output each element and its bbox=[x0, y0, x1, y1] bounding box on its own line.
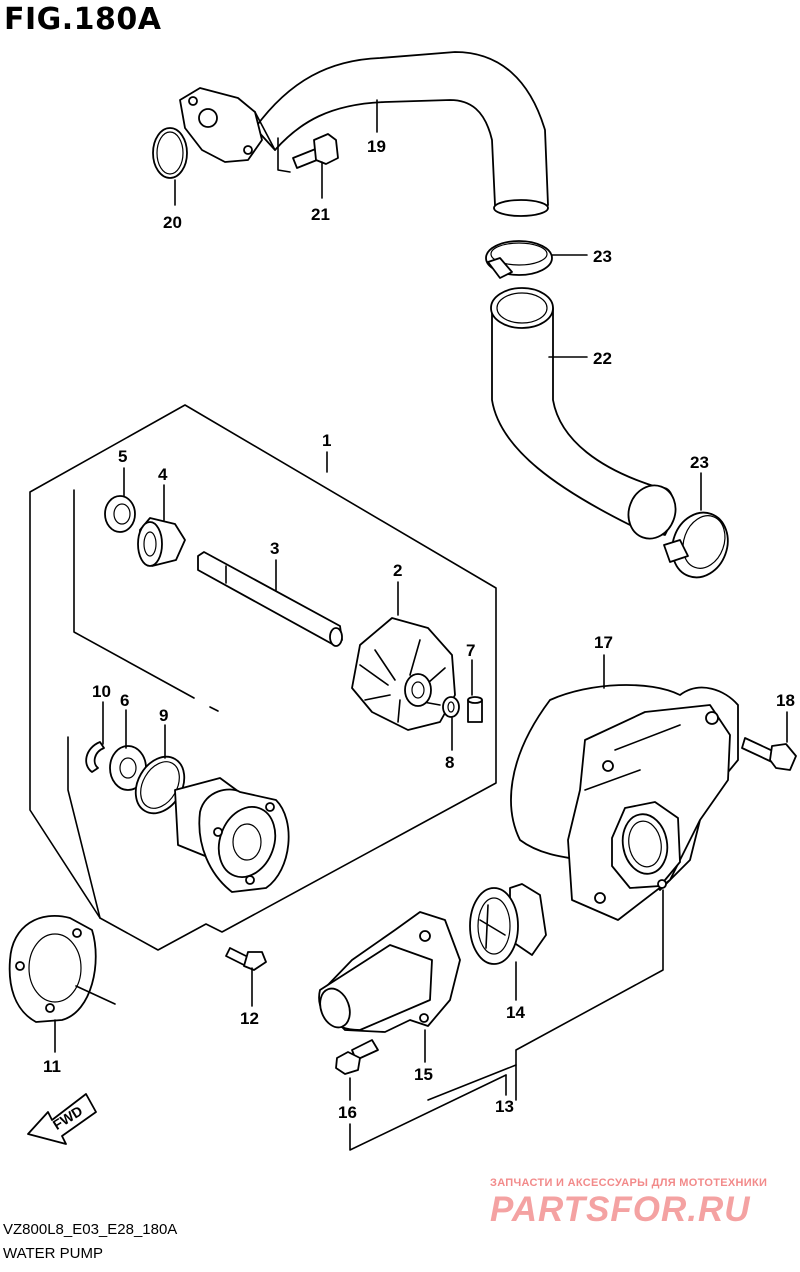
callout-16: 16 bbox=[338, 1103, 357, 1122]
callout-22: 22 bbox=[593, 349, 612, 368]
part-19-water-pipe bbox=[179, 51, 549, 217]
leader-lines bbox=[54, 99, 788, 1151]
callout-19: 19 bbox=[367, 137, 386, 156]
pump-body bbox=[174, 777, 290, 893]
part-11-gasket bbox=[8, 915, 116, 1023]
callout-23-lower: 23 bbox=[690, 453, 709, 472]
part-21-bolt bbox=[277, 133, 339, 173]
callout-2: 2 bbox=[393, 561, 402, 580]
part-20-o-ring bbox=[152, 127, 188, 179]
figure-title: FIG.180A bbox=[4, 2, 162, 37]
fwd-arrow: FWD bbox=[27, 1093, 97, 1145]
callout-9: 9 bbox=[159, 706, 168, 725]
watermark-tagline: ЗАПЧАСТИ И АКСЕССУАРЫ ДЛЯ МОТОТЕХНИКИ bbox=[490, 1177, 768, 1189]
callout-14: 14 bbox=[506, 1003, 525, 1022]
part-8-washer bbox=[442, 696, 460, 718]
callout-5: 5 bbox=[118, 447, 127, 466]
callout-1: 1 bbox=[322, 431, 331, 450]
part-16-bolt bbox=[335, 1039, 379, 1075]
figure-name: WATER PUMP bbox=[3, 1245, 103, 1262]
callout-12: 12 bbox=[240, 1009, 259, 1028]
callout-10: 10 bbox=[92, 682, 111, 701]
part-23-hose-clamp-upper bbox=[485, 240, 553, 279]
watermark-logo: PARTSFOR.RU bbox=[490, 1190, 751, 1229]
callout-23-upper: 23 bbox=[593, 247, 612, 266]
callout-4: 4 bbox=[158, 465, 168, 484]
part-2-impeller bbox=[351, 617, 456, 731]
pump-cover bbox=[567, 704, 731, 921]
part-12-bolt bbox=[225, 947, 267, 971]
figure-code: VZ800L8_E03_E28_180A bbox=[3, 1221, 178, 1238]
callout-numbers: 19 20 21 23 22 23 1 5 4 3 2 7 8 10 6 9 1… bbox=[43, 137, 795, 1122]
part-5-bearing bbox=[104, 495, 136, 533]
part-15-thermostat-cover bbox=[318, 911, 461, 1033]
callout-3: 3 bbox=[270, 539, 279, 558]
part-7-dowel-pin bbox=[467, 696, 483, 723]
callout-11: 11 bbox=[43, 1057, 61, 1076]
assembly-outline bbox=[29, 404, 497, 951]
callout-17: 17 bbox=[594, 633, 613, 652]
callout-7: 7 bbox=[466, 641, 475, 660]
callout-13: 13 bbox=[495, 1097, 514, 1116]
callout-20: 20 bbox=[163, 213, 182, 232]
part-14-thermostat bbox=[469, 883, 547, 965]
callout-18: 18 bbox=[776, 691, 795, 710]
callout-15: 15 bbox=[414, 1065, 433, 1084]
callout-8: 8 bbox=[445, 753, 454, 772]
part-3-pump-shaft bbox=[197, 551, 343, 647]
part-10-circlip bbox=[85, 741, 105, 773]
part-23-hose-clamp-lower bbox=[663, 511, 729, 579]
callout-21: 21 bbox=[311, 205, 330, 224]
part-4-mechanical-seal bbox=[137, 517, 186, 567]
part-18-bolt bbox=[741, 737, 797, 771]
callout-6: 6 bbox=[120, 691, 129, 710]
part-22-water-hose bbox=[490, 287, 677, 540]
